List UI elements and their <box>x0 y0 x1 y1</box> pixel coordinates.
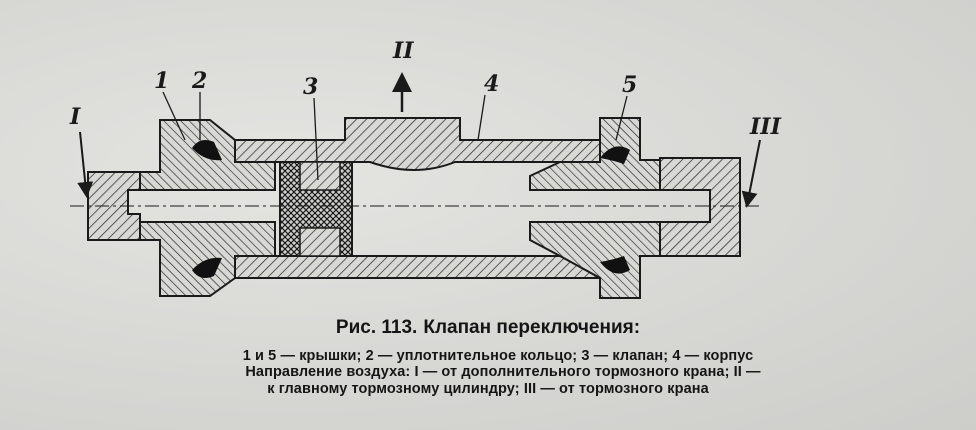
label-part-2: 2 <box>191 68 207 94</box>
seal-ring-left-top <box>192 140 222 161</box>
label-port-II: II <box>392 38 414 64</box>
seal-ring-left-bottom <box>192 257 222 278</box>
leader-5 <box>615 95 628 141</box>
figure-caption-title: Рис. 113.Клапан переключения: <box>0 317 976 339</box>
caption-line-3: к главному тормозному цилиндру; III — от… <box>267 381 709 397</box>
label-part-3: 3 <box>303 74 318 100</box>
label-port-I: I <box>69 104 81 130</box>
right-nipple <box>659 157 741 257</box>
left-cover-lower <box>139 221 276 297</box>
figure-number: Рис. 113. <box>335 317 418 338</box>
leader-4 <box>477 94 486 141</box>
seal-ring-right-bottom <box>600 256 630 274</box>
figure-title: Клапан переключения: <box>423 317 641 338</box>
valve-seat-top <box>299 161 341 191</box>
label-part-5: 5 <box>622 72 637 98</box>
label-part-1: 1 <box>154 68 169 94</box>
right-cover <box>529 117 661 191</box>
body-bottom-wall <box>234 255 601 279</box>
caption-line-1: 1 и 5 — крышки; 2 — уплотнительное кольц… <box>242 348 754 364</box>
label-port-III: III <box>749 114 782 140</box>
port-I-arrow <box>77 131 94 198</box>
body-top-wall <box>234 117 601 171</box>
port-III-arrow <box>741 139 761 208</box>
valve-cross-section-drawing: I 1 2 3 II 4 5 III <box>69 38 782 299</box>
caption-line-2: Направление воздуха: I — от дополнительн… <box>245 364 761 380</box>
leader-3 <box>313 97 319 181</box>
seal-ring-right-top <box>600 146 630 164</box>
label-part-4: 4 <box>484 71 499 97</box>
valve-seat-bottom <box>299 227 341 257</box>
leader-1 <box>162 91 186 141</box>
